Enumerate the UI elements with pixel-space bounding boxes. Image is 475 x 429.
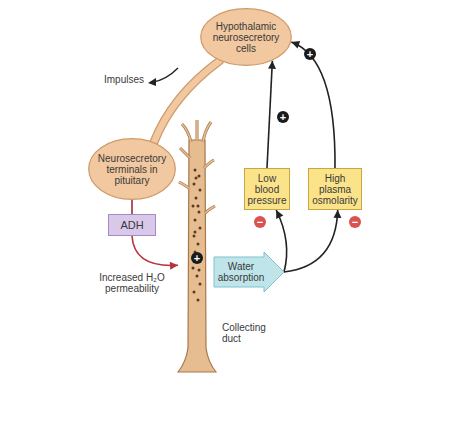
sign-symbol: + xyxy=(191,252,203,264)
arrowhead xyxy=(170,262,178,270)
node-text: Neurosecretory terminals in pituitary xyxy=(96,153,168,186)
arrowhead xyxy=(291,41,300,49)
sign-symbol: − xyxy=(349,216,361,228)
node-text: Hypothalamic neurosecretory cells xyxy=(208,21,284,54)
feedback-arrow xyxy=(267,61,276,168)
annotation-label: Impulses xyxy=(104,74,154,85)
condition-box: Low blood pressure xyxy=(244,168,290,210)
impulse-arrowhead xyxy=(148,78,156,86)
sign-symbol: + xyxy=(277,111,289,123)
feedback-arrow xyxy=(291,41,335,168)
impulse-arrow xyxy=(153,68,178,82)
hormone-box: ADH xyxy=(108,214,156,236)
node-text: Low blood pressure xyxy=(245,173,289,206)
arrowhead xyxy=(333,210,341,218)
feedback-arrow xyxy=(132,236,178,270)
condition-box: High plasma osmolarity xyxy=(308,168,362,210)
collecting-duct-shape xyxy=(178,118,216,372)
feedback-arrow xyxy=(132,200,133,214)
axon-stalk xyxy=(154,61,220,142)
sign-symbol: + xyxy=(304,48,316,60)
sign-symbol: − xyxy=(254,216,266,228)
annotation-label: Increased H₂O permeability xyxy=(86,272,178,294)
cell-body: Neurosecretory terminals in pituitary xyxy=(88,138,176,200)
process-arrow: Water absorption xyxy=(214,252,284,292)
collecting-duct: Collecting duct xyxy=(178,118,216,372)
cell-body: Hypothalamic neurosecretory cells xyxy=(200,8,292,66)
feedback-arrow xyxy=(284,210,341,272)
node-text: Collecting duct xyxy=(222,322,272,344)
arrowhead xyxy=(276,210,283,219)
feedback-arrow xyxy=(276,210,287,272)
node-text: ADH xyxy=(120,220,143,231)
node-text: Water absorption xyxy=(214,261,268,283)
node-text: High plasma osmolarity xyxy=(309,173,361,206)
